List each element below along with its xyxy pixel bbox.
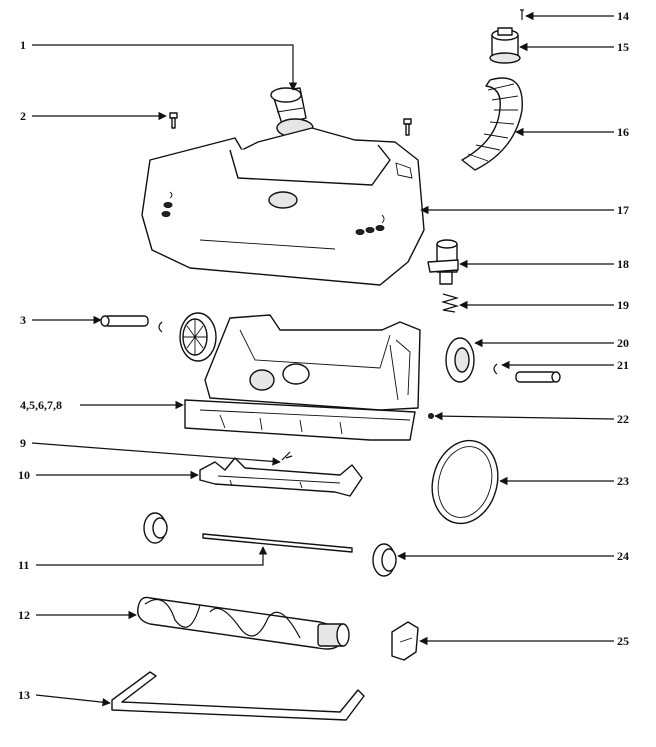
part-22-nut [428,413,434,419]
part-1-hose-connector [270,87,314,138]
label-17: 17 [617,203,629,217]
part-20-wheel [445,337,475,383]
part-13-bail [111,671,365,721]
label-4-8: 4,5,6,7,8 [20,398,62,412]
part-9-pin [281,451,293,461]
part-16-hose [461,77,523,171]
label-16: 16 [617,125,629,139]
part-23-belt [431,439,499,525]
part-10-bracket [199,457,363,497]
label-3: 3 [20,313,26,327]
label-13: 13 [18,688,30,702]
part-25-bracket [391,621,419,661]
label-10: 10 [18,468,30,482]
label-12: 12 [18,608,30,622]
part-2-screw [169,112,178,129]
part-labels: 1 2 3 4,5,6,7,8 9 10 11 12 13 14 15 16 1… [18,9,629,702]
part-24-end-cap [372,543,397,577]
part-4-8-base [184,314,421,441]
part-14-clip [520,9,524,20]
label-11: 11 [18,558,29,572]
left-wheel [179,312,217,362]
label-25: 25 [617,634,629,648]
part-18-post [427,239,459,285]
leader-lines [31,11,615,707]
part-12-brush-roll [137,596,350,650]
part-21-axle [493,363,561,383]
hood-screw [403,118,412,136]
label-1: 1 [20,38,26,52]
label-9: 9 [20,436,26,450]
part-15-coupling [489,27,521,64]
label-20: 20 [617,336,629,350]
label-2: 2 [20,109,26,123]
label-23: 23 [617,474,629,488]
label-15: 15 [617,40,629,54]
label-19: 19 [617,298,629,312]
part-19-spring [440,293,460,313]
label-24: 24 [617,549,629,563]
part-3-axle [100,315,163,333]
label-18: 18 [617,257,629,271]
part-11-rod [143,512,353,553]
label-14: 14 [617,9,629,23]
part-17-hood [141,127,425,286]
label-22: 22 [617,412,629,426]
label-21: 21 [617,358,629,372]
